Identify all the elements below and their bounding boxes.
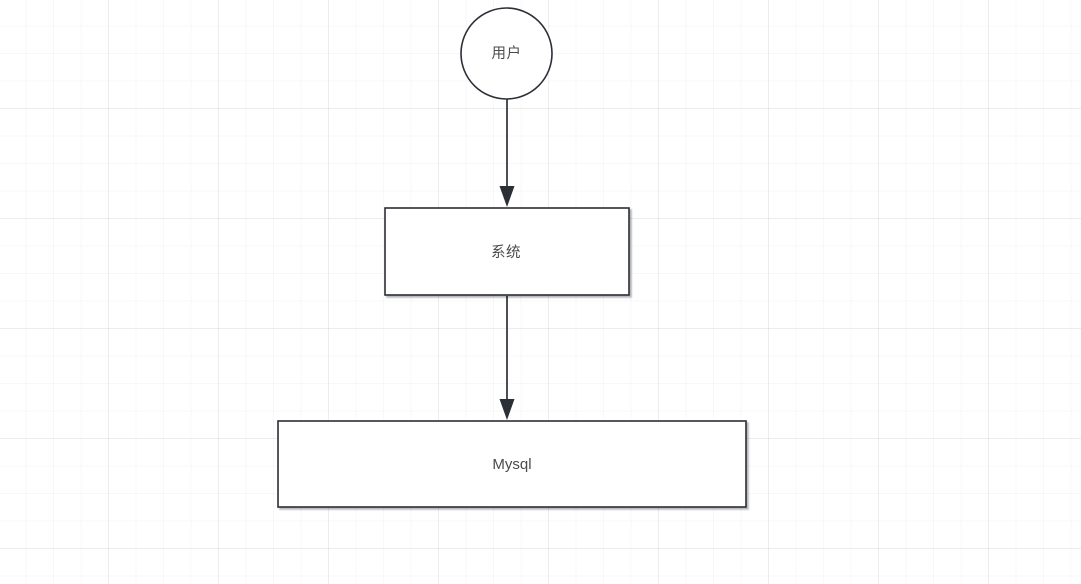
edge-system-to-mysql-arrowhead <box>499 399 515 420</box>
edge-system-to-mysql[interactable] <box>499 296 515 420</box>
node-system-label: 系统 <box>491 244 521 261</box>
edge-user-to-system-arrowhead <box>499 186 515 207</box>
node-mysql-rect <box>277 420 747 508</box>
node-user[interactable]: 用户 <box>460 7 553 100</box>
node-mysql-label: Mysql <box>492 456 531 473</box>
node-mysql[interactable]: Mysql <box>277 420 747 508</box>
edge-user-to-system[interactable] <box>499 99 515 207</box>
node-user-label: 用户 <box>492 45 522 62</box>
node-user-circle <box>460 7 553 100</box>
node-system-rect <box>384 207 630 296</box>
node-system[interactable]: 系统 <box>384 207 630 296</box>
